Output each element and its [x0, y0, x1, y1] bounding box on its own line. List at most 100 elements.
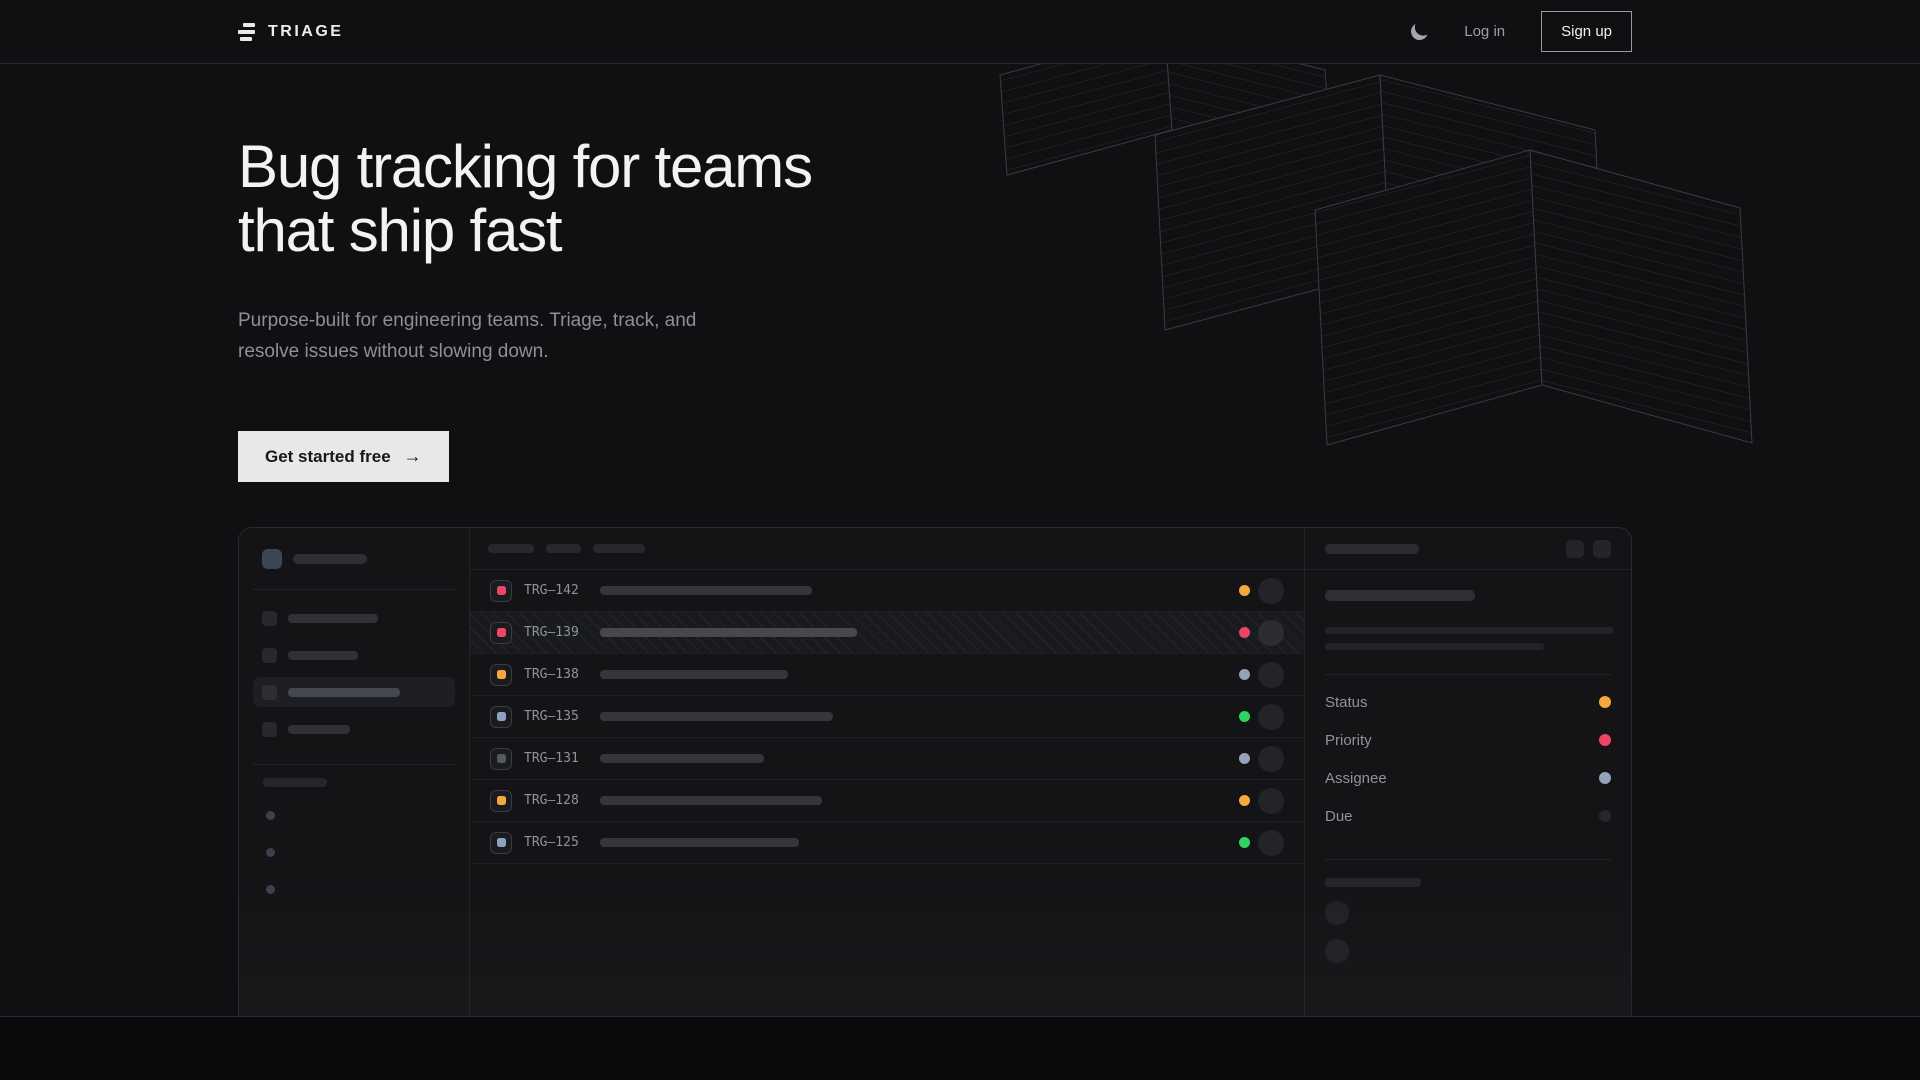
- issue-title-bar: [600, 628, 857, 637]
- panel-divider: [1325, 859, 1611, 860]
- login-link[interactable]: Log in: [1464, 23, 1506, 40]
- status-dot: [1239, 837, 1250, 848]
- mock-sidebar: [239, 528, 470, 1016]
- issue-title-bar: [600, 712, 833, 721]
- signup-button[interactable]: Sign up: [1541, 11, 1632, 52]
- brand-home-link[interactable]: TRIAGE: [238, 22, 344, 41]
- assignee-avatar: [1258, 787, 1284, 814]
- hero-content: Bug tracking for teams that ship fast Pu…: [0, 64, 1920, 482]
- issue-priority-icon: [490, 831, 512, 854]
- issue-priority-icon: [490, 621, 512, 644]
- field-value-dot: [1599, 696, 1611, 708]
- sidebar-nav-item-active: [253, 677, 455, 707]
- list-header: [470, 528, 1304, 570]
- app-mockup: TRG–142 TRG–139 TRG–138: [238, 527, 1632, 1016]
- issue-id: TRG–135: [524, 709, 579, 724]
- issue-row: TRG–135: [470, 696, 1304, 738]
- skeleton-bar: [1325, 543, 1419, 554]
- hero-subtitle: Purpose-built for engineering teams. Tri…: [238, 310, 697, 362]
- skeleton-bar: [288, 650, 358, 660]
- filter-chip: [546, 544, 581, 553]
- status-dot: [1239, 627, 1250, 638]
- field-value-dot: [1599, 734, 1611, 746]
- status-dot: [1239, 585, 1250, 596]
- brand-name: TRIAGE: [268, 22, 344, 40]
- filter-chip: [593, 544, 645, 553]
- issue-row: TRG–125: [470, 822, 1304, 864]
- issue-title-bar: [600, 838, 799, 847]
- sidebar-dot: [266, 848, 275, 857]
- field-label: Due: [1325, 807, 1353, 825]
- assignee-avatar: [1258, 619, 1284, 646]
- skeleton-bar: [293, 554, 367, 564]
- issue-id: TRG–125: [524, 835, 579, 850]
- footer-section: [0, 1016, 1920, 1080]
- issue-priority-icon: [490, 747, 512, 770]
- field-row: Due: [1325, 797, 1611, 835]
- workspace-row: [253, 549, 455, 569]
- panel-divider: [1325, 674, 1611, 675]
- brand-logo-icon: [238, 22, 255, 41]
- issue-row: TRG–131: [470, 738, 1304, 780]
- panel-action-square: [1593, 539, 1611, 558]
- sidebar-nav-item: [253, 603, 455, 633]
- issue-id: TRG–131: [524, 751, 579, 766]
- filter-chip: [488, 544, 534, 553]
- issue-row: TRG–142: [470, 570, 1304, 612]
- status-dot: [1239, 753, 1250, 764]
- issue-title-bar: [600, 754, 764, 763]
- nav-item-icon: [262, 647, 277, 663]
- moon-icon[interactable]: [1409, 21, 1430, 42]
- sidebar-nav: [253, 603, 455, 744]
- skeleton-bar: [288, 613, 378, 623]
- nav-actions: Log in Sign up: [1411, 11, 1632, 52]
- field-value-dot: [1599, 810, 1611, 822]
- mock-detail-panel: Status Priority Assignee Due: [1305, 528, 1631, 1016]
- skeleton-bar: [1325, 878, 1421, 887]
- sidebar-divider: [253, 764, 455, 765]
- sidebar-nav-item: [253, 714, 455, 744]
- issue-priority-icon: [490, 663, 512, 686]
- issue-row-selected: TRG–139: [470, 612, 1304, 654]
- sidebar-dot: [266, 811, 275, 820]
- workspace-avatar: [262, 549, 282, 569]
- panel-header: [1305, 528, 1631, 570]
- issue-priority-icon: [490, 789, 512, 812]
- detail-line: [1325, 643, 1544, 650]
- nav-item-icon: [262, 684, 277, 700]
- comment-avatar: [1325, 939, 1349, 963]
- issue-row: TRG–128: [470, 780, 1304, 822]
- skeleton-bar: [288, 687, 400, 697]
- issue-id: TRG–138: [524, 667, 579, 682]
- detail-line: [1325, 627, 1613, 634]
- sidebar-nav-item: [253, 640, 455, 670]
- assignee-avatar: [1258, 661, 1284, 688]
- field-label: Priority: [1325, 731, 1372, 749]
- comment-avatar: [1325, 901, 1349, 925]
- sidebar-dot: [266, 885, 275, 894]
- issue-row: TRG–138: [470, 654, 1304, 696]
- status-dot: [1239, 711, 1250, 722]
- status-dot: [1239, 669, 1250, 680]
- panel-actions: [1566, 539, 1611, 558]
- mock-issue-list: TRG–142 TRG–139 TRG–138: [470, 528, 1305, 1016]
- issue-title-bar: [600, 796, 822, 805]
- get-started-button[interactable]: Get started free →: [238, 431, 449, 482]
- field-row: Status: [1325, 683, 1611, 721]
- assignee-avatar: [1258, 745, 1284, 772]
- panel-action-square: [1566, 539, 1584, 558]
- issue-title-bar: [600, 586, 812, 595]
- nav-item-icon: [262, 721, 277, 737]
- field-row: Priority: [1325, 721, 1611, 759]
- field-label: Assignee: [1325, 769, 1387, 787]
- detail-title-bar: [1325, 590, 1475, 601]
- field-label: Status: [1325, 693, 1368, 711]
- arrow-right-icon: →: [403, 446, 422, 466]
- assignee-avatar: [1258, 829, 1284, 856]
- issue-id: TRG–142: [524, 583, 579, 598]
- field-value-dot: [1599, 772, 1611, 784]
- assignee-avatar: [1258, 703, 1284, 730]
- issue-priority-icon: [490, 705, 512, 728]
- issue-priority-icon: [490, 579, 512, 602]
- issue-id: TRG–128: [524, 793, 579, 808]
